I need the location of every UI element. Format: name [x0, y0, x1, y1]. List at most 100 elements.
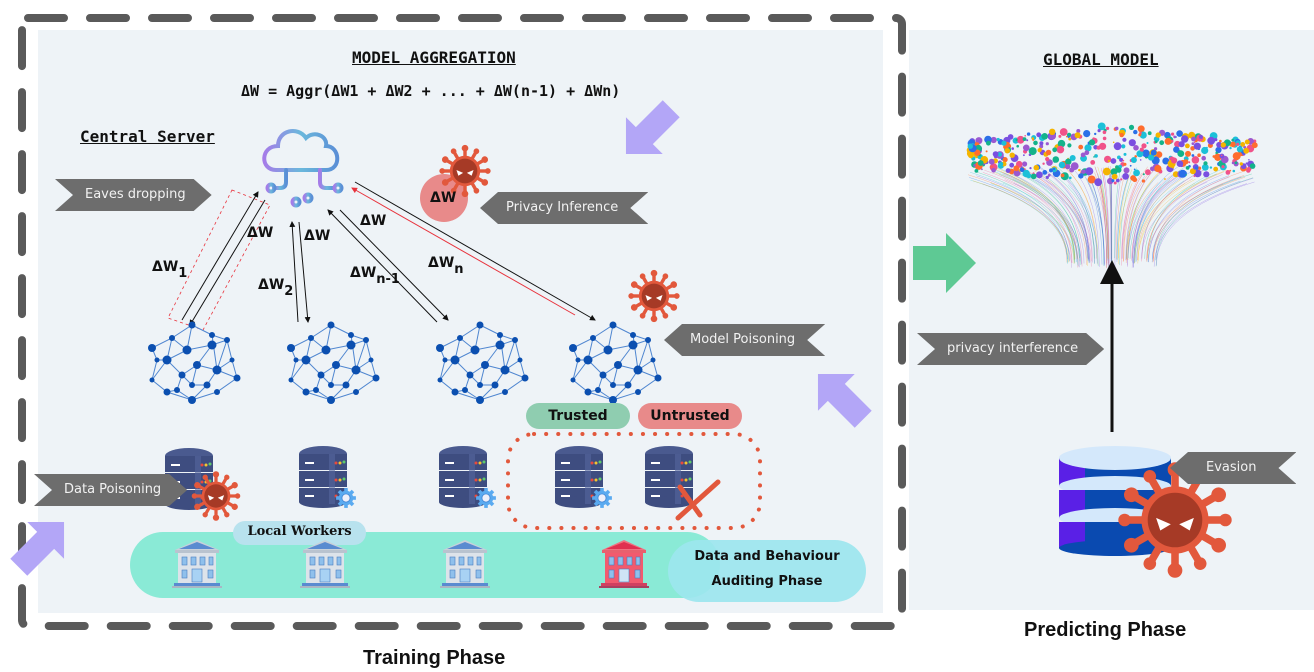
global-model-node — [1128, 124, 1135, 130]
gear-icon-trusted — [591, 487, 613, 509]
global-model-strand — [1029, 172, 1087, 265]
auditing-phase-line1: Data and Behaviour — [694, 549, 840, 564]
global-model-node — [1150, 149, 1157, 156]
global-model-node — [1111, 173, 1118, 180]
global-model-strand — [1128, 178, 1165, 259]
global-model-node — [1113, 142, 1122, 151]
global-model-node — [1026, 139, 1029, 142]
update-label-down-1: ΔW — [247, 225, 274, 241]
global-model-strand — [967, 174, 1068, 263]
global-model-node — [1164, 178, 1166, 180]
global-model-strand — [976, 175, 1070, 261]
global-model-node — [1220, 154, 1223, 157]
global-model-node — [1074, 132, 1081, 139]
global-model-node — [1094, 154, 1098, 158]
global-model-strand — [1013, 183, 1082, 265]
global-model-strand — [1129, 180, 1170, 259]
global-model-node — [1115, 178, 1120, 183]
global-model-node — [1232, 169, 1236, 173]
gear-icon-2 — [335, 487, 357, 509]
central-server-label: Central Server — [80, 127, 215, 146]
model-aggregation-title: MODEL AGGREGATION — [352, 48, 516, 67]
global-model-strand — [1153, 175, 1245, 259]
dwn-base: ΔW — [428, 255, 455, 271]
global-model-strand — [982, 172, 1072, 263]
global-model-node — [1112, 141, 1115, 144]
global-model-node — [1243, 145, 1246, 149]
global-model-node — [1194, 166, 1199, 170]
global-model-node — [1002, 157, 1008, 163]
global-model-strand — [1119, 167, 1137, 266]
global-model-node — [1145, 169, 1151, 176]
update-label-dw1: ΔW1 — [152, 259, 187, 281]
auditing-phase-line2: Auditing Phase — [711, 574, 823, 589]
global-model-node — [1215, 146, 1222, 154]
global-model-node — [1009, 152, 1015, 158]
global-model-node — [1036, 132, 1042, 138]
global-model-strand — [970, 179, 1069, 263]
global-model-strand — [1144, 173, 1217, 259]
global-model-visualization — [966, 122, 1258, 268]
arrow-up-worker2 — [289, 221, 299, 323]
global-model-strand — [1063, 165, 1097, 259]
global-model-strand — [1095, 182, 1108, 266]
global-model-node — [1181, 135, 1189, 143]
global-model-strand — [1007, 168, 1080, 259]
global-model-node — [1032, 172, 1035, 175]
predicting-phase-label: Predicting Phase — [1024, 619, 1187, 641]
global-model-node — [1155, 151, 1163, 158]
global-model-node — [1033, 140, 1038, 146]
global-model-node — [1065, 158, 1072, 165]
global-model-node — [1078, 173, 1084, 179]
global-model-node — [1229, 169, 1232, 172]
global-model-node — [1085, 167, 1094, 176]
global-model-node — [1206, 146, 1208, 149]
global-model-node — [1185, 143, 1190, 149]
global-model-node — [1177, 150, 1185, 158]
global-model-node — [1123, 162, 1127, 166]
global-model-node — [1172, 171, 1179, 178]
global-model-node — [1113, 181, 1117, 185]
global-model-node — [1097, 129, 1101, 133]
global-model-strand — [1002, 182, 1079, 265]
purple-arrow-privacy-inference — [625, 100, 680, 155]
global-model-strand — [1127, 184, 1162, 267]
global-model-node — [1039, 141, 1044, 146]
dw1-base: ΔW — [152, 259, 179, 275]
global-model-node — [997, 152, 1002, 157]
global-model-node — [1201, 155, 1206, 161]
global-model-strand — [1136, 178, 1193, 261]
global-model-node — [1185, 174, 1187, 176]
training-phase-panel — [38, 30, 883, 613]
global-model-node — [1083, 130, 1091, 138]
global-model-node — [1129, 164, 1132, 167]
global-model-node — [1191, 142, 1195, 146]
global-model-strand — [1002, 173, 1079, 268]
global-model-node — [1029, 167, 1032, 170]
global-model-node — [1155, 132, 1161, 138]
global-model-strand — [1036, 179, 1089, 260]
global-model-node — [1146, 142, 1149, 144]
global-model-strand — [992, 168, 1075, 260]
global-model-node — [1162, 157, 1170, 165]
global-model-node — [1193, 142, 1201, 150]
global-model-node — [1104, 155, 1112, 163]
global-model-node — [1016, 135, 1025, 144]
global-model-node — [1030, 173, 1037, 180]
global-model-node — [1172, 166, 1175, 169]
arrow-down-worker4 — [354, 181, 596, 321]
global-model-node — [1193, 175, 1196, 178]
global-model-node — [1226, 140, 1231, 145]
global-model-node — [1107, 159, 1111, 163]
local-model-network-3 — [435, 321, 529, 405]
global-model-node — [981, 168, 983, 171]
aggregation-formula: ΔW = Aggr(ΔW1 + ΔW2 + ... + ΔW(n-1) + ΔW… — [241, 82, 621, 100]
global-model-node — [1138, 133, 1142, 137]
global-model-node — [1136, 150, 1144, 158]
global-model-strand — [1094, 166, 1107, 268]
global-model-node — [1106, 126, 1110, 130]
global-model-node — [1056, 145, 1065, 154]
dwn-1-base: ΔW — [350, 265, 377, 281]
global-model-node — [1139, 147, 1144, 152]
global-model-node — [1094, 132, 1097, 136]
